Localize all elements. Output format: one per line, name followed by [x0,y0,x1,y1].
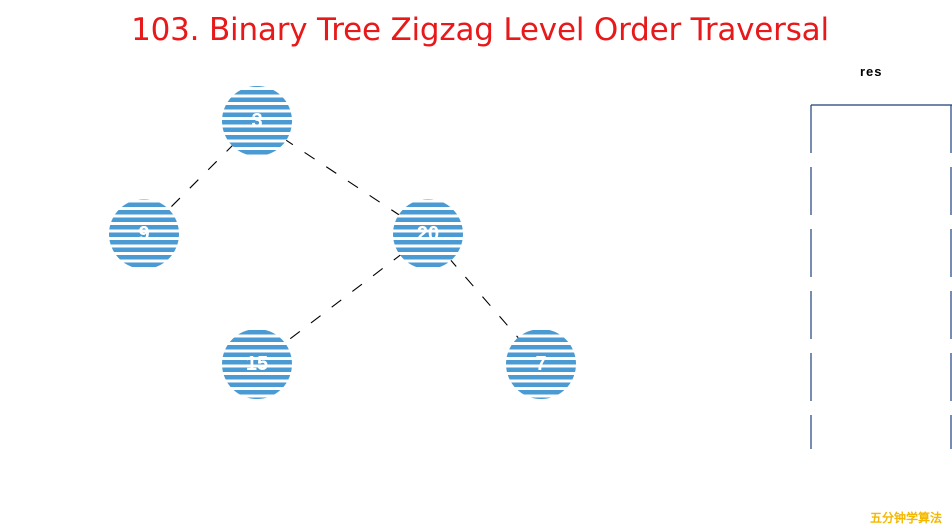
result-container [810,104,952,450]
node-circle [393,199,463,269]
edge-n20-n15 [281,252,404,346]
edge-n3-n9 [165,142,236,213]
node-label: 3 [251,110,262,132]
tree-node-3: 3 [222,86,292,156]
node-label: 20 [417,223,439,245]
node-circle [222,86,292,156]
page-title: 103. Binary Tree Zigzag Level Order Trav… [131,12,829,48]
node-circle [506,329,576,399]
node-label: 9 [138,223,149,245]
tree-node-15: 15 [222,329,292,399]
node-label: 7 [535,353,546,375]
edge-n20-n7 [447,257,522,341]
tree-edges [165,137,522,346]
edge-n3-n20 [282,137,403,218]
result-label: res [860,64,883,79]
tree-node-20: 20 [393,199,463,269]
node-label: 15 [246,353,268,375]
tree-node-7: 7 [506,329,576,399]
node-circle [109,199,179,269]
tree-node-9: 9 [109,199,179,269]
node-circle [222,329,292,399]
tree-nodes: 3 9 20 15 7 [109,86,576,399]
watermark: 五分钟学算法 [869,511,942,525]
